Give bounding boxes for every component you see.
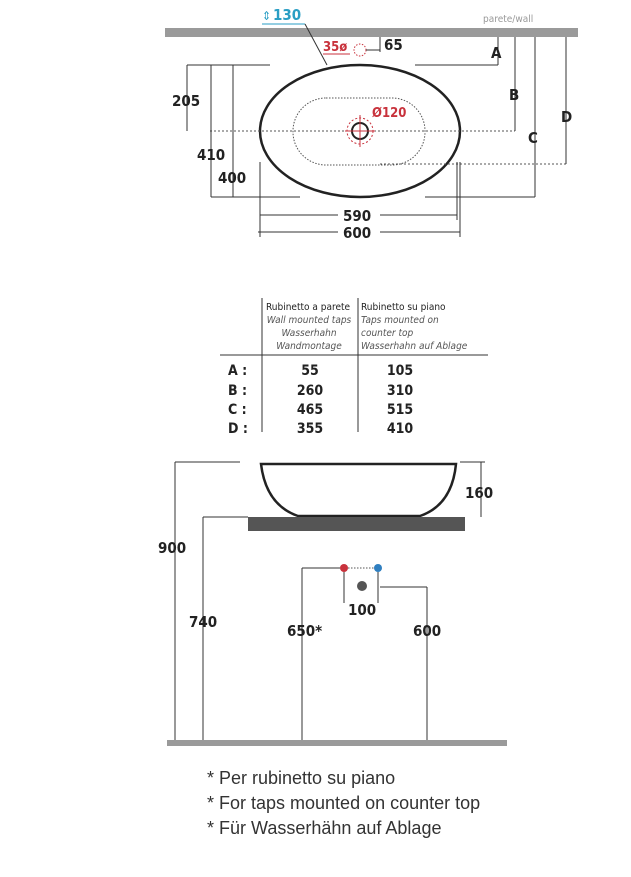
wall-value: 465 (297, 402, 323, 418)
basin-profile (259, 462, 458, 518)
dim-740-label: 740 (189, 613, 217, 631)
counter-value: 410 (387, 421, 414, 437)
hot-water-icon (340, 564, 348, 572)
height-arrow-icon: ⇕ (262, 9, 271, 23)
row-label: B : (228, 383, 247, 399)
table-row: C : 465 515 (228, 402, 413, 418)
table-row: B : 260 310 (228, 383, 413, 399)
side-view: 160 900 740 650* 600 100 (158, 461, 507, 746)
footnote: * Per rubinetto su piano (207, 768, 395, 788)
dim-100-label: 100 (348, 601, 376, 619)
wall-value: 355 (297, 421, 323, 437)
dim-160-label: 160 (465, 484, 493, 502)
dim-400-label: 400 (218, 169, 246, 187)
col1-line: Wandmontage (276, 341, 342, 352)
footnotes: * Per rubinetto su piano * For taps moun… (207, 768, 480, 838)
col2-title: Rubinetto su piano (361, 302, 446, 313)
row-label: A : (228, 363, 247, 379)
plan-view: parete/wall ⇕ 130 35ø 65 Ø120 A B C D 20… (165, 6, 578, 242)
tap-offset-label: 65 (384, 36, 403, 54)
col1-line: Wasserhahn (281, 328, 336, 339)
tap-hole-label: 35ø (323, 40, 347, 55)
dim-600-side-label: 600 (413, 622, 441, 640)
dimension-table: Rubinetto a parete Wall mounted taps Was… (220, 298, 488, 437)
countertop (248, 517, 465, 531)
floor-bar (167, 740, 507, 746)
col2-line: Wasserhahn auf Ablage (361, 341, 468, 352)
dim-590-label: 590 (343, 207, 371, 225)
col2-line: counter top (361, 328, 413, 339)
dim-410-label: 410 (197, 146, 225, 164)
drain-label: Ø120 (372, 106, 406, 121)
counter-value: 515 (387, 402, 413, 418)
footnote: * For taps mounted on counter top (207, 793, 480, 813)
dim-650-label: 650* (287, 622, 322, 640)
table-row: A : 55 105 (228, 363, 413, 379)
wall-label: parete/wall (483, 14, 533, 25)
counter-value: 310 (387, 383, 414, 399)
footnote: * Für Wasserhähn auf Ablage (207, 818, 441, 838)
col1-title: Rubinetto a parete (266, 302, 351, 313)
row-label: C : (228, 402, 247, 418)
dim-900-label: 900 (158, 539, 186, 557)
counter-value: 105 (387, 363, 413, 379)
basin-inner (292, 97, 426, 166)
dim-c-label: C (528, 129, 538, 147)
dim-d-label: D (561, 108, 572, 126)
wall-value: 260 (297, 383, 324, 399)
dim-600-label: 600 (343, 224, 371, 242)
wall-bar (165, 28, 578, 37)
table-row: D : 355 410 (228, 421, 413, 437)
dim-205-label: 205 (172, 92, 200, 110)
height-130-label: 130 (273, 6, 301, 24)
dim-b-label: B (509, 86, 519, 104)
row-label: D : (228, 421, 248, 437)
tap-hole-icon (353, 43, 367, 57)
waste-outlet-icon (357, 581, 367, 591)
dim-a-label: A (491, 44, 502, 62)
col1-line: Wall mounted taps (267, 315, 352, 326)
cold-water-icon (374, 564, 382, 572)
wall-value: 55 (301, 363, 319, 379)
col2-line: Taps mounted on (361, 315, 439, 326)
